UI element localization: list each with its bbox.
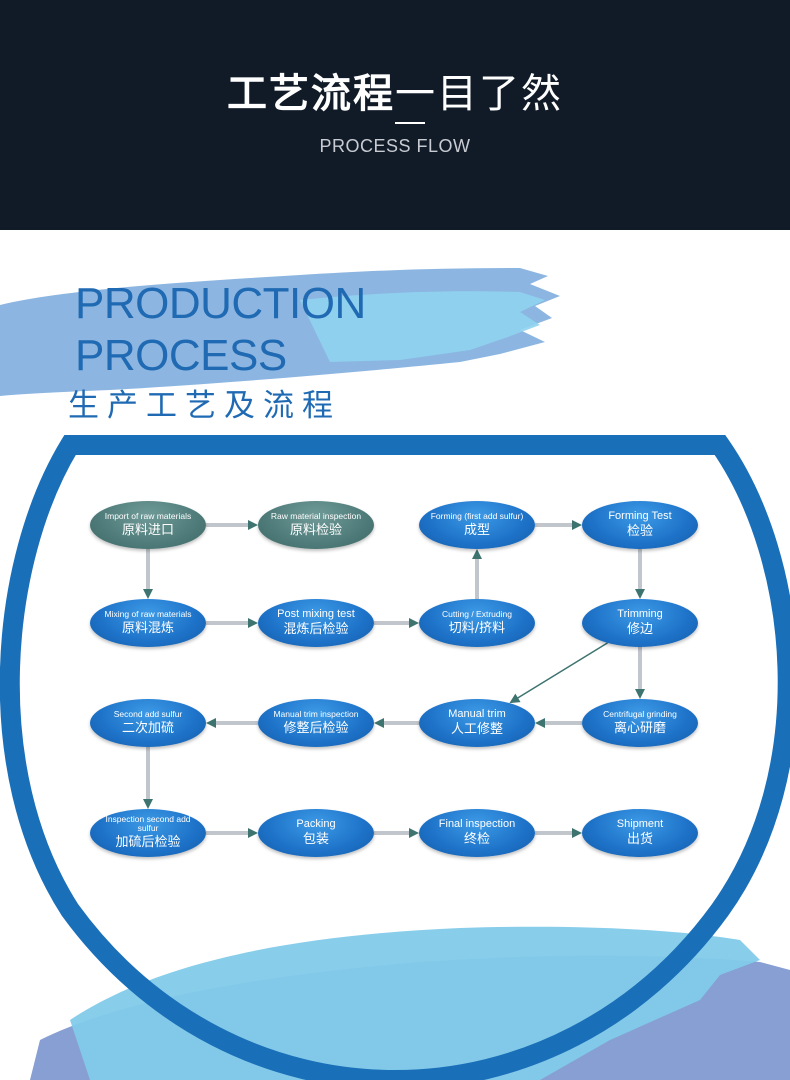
flow-node-label-cn: 终检 [463, 832, 490, 847]
flow-node-label-en: Forming (first add sulfur) [430, 510, 524, 521]
flow-arrow-head [535, 718, 545, 728]
flow-node-n4: Forming Test 检验 [582, 501, 698, 549]
flow-arrow-head [572, 520, 582, 530]
production-process-heading-chinese: 生产工艺及流程 [68, 388, 341, 424]
flow-arrow-head [409, 618, 419, 628]
flow-node-label-en: Manual trim inspection [273, 708, 359, 719]
flow-node-label-en: Cutting / Extruding [442, 608, 512, 619]
flow-node-n15: Final inspection 终检 [419, 809, 535, 857]
title-light-part: 一目了然 [395, 71, 563, 117]
flow-arrow-head [248, 828, 258, 838]
flow-node-label-en: Import of raw materials [104, 510, 192, 521]
production-process-heading: PRODUCTION PROCESS [75, 278, 366, 382]
flow-arrows [143, 520, 645, 838]
flow-node-label-cn: 成型 [463, 522, 490, 538]
flow-arrow-head [409, 828, 419, 838]
flow-arrow-head [374, 718, 384, 728]
flow-arrow-head [635, 589, 645, 599]
flow-node-label-cn: 加硫后检验 [115, 835, 181, 850]
heading-line-1: PRODUCTION [75, 279, 366, 328]
flow-node-n14: Packing 包装 [258, 809, 374, 857]
flow-arrow-head [143, 589, 153, 599]
flow-node-label-cn: 原料进口 [121, 522, 174, 538]
flow-node-label-en: Final inspection [438, 818, 516, 830]
flow-node-label-en: Shipment [616, 818, 664, 830]
flow-arrow-head [472, 549, 482, 559]
flow-node-label-cn: 出货 [626, 832, 653, 847]
heading-line-2: PROCESS [75, 331, 287, 380]
flow-node-n16: Shipment 出货 [582, 809, 698, 857]
flow-node-label-cn: 离心研磨 [613, 720, 666, 736]
flow-node-label-en: Raw material inspection [270, 510, 362, 521]
page-subtitle: PROCESS FLOW [319, 136, 471, 156]
flow-node-label-en: Second add sulfur [113, 708, 183, 719]
flow-node-label-cn: 切料/挤料 [448, 620, 506, 636]
flow-node-label-en: Trimming [617, 608, 663, 620]
flow-node-label-cn: 混炼后检验 [283, 622, 349, 637]
flow-node-n8: Trimming 修边 [582, 599, 698, 647]
flow-arrow-head [143, 799, 153, 809]
header-banner: 工艺流程一目了然 PROCESS FLOW [0, 0, 790, 230]
flow-node-label-cn: 人工修整 [450, 722, 503, 737]
flow-arrow-head [206, 718, 216, 728]
page-title: 工艺流程一目了然 [0, 70, 790, 118]
flow-node-label-en: Centrifugal grinding [603, 708, 677, 719]
flow-node-label-cn: 包装 [302, 832, 329, 847]
flow-node-n13: Inspection second add sulfur 加硫后检验 [90, 809, 206, 857]
flow-node-label-en: Inspection second add sulfur [105, 814, 191, 833]
flow-arrow-head [572, 828, 582, 838]
flow-node-label-cn: 二次加硫 [121, 720, 174, 736]
flow-node-label-en: Packing [296, 818, 336, 830]
flow-arrow-head [509, 693, 521, 704]
flow-arrow-head [248, 520, 258, 530]
flow-node-label-en: Manual trim [448, 708, 506, 720]
flow-node-label-cn: 原料混炼 [121, 620, 174, 636]
title-underline [395, 122, 425, 124]
flow-node-label-cn: 原料检验 [289, 522, 342, 538]
flow-arrow-head [248, 618, 258, 628]
flow-arrow-line [515, 642, 608, 700]
flow-node-n11: Manual trim 人工修整 [419, 699, 535, 747]
brush-stroke-top-light [300, 291, 545, 362]
flow-node-n6: Post mixing test 混炼后检验 [258, 599, 374, 647]
flow-arrow-head [635, 689, 645, 699]
flow-node-label-cn: 检验 [626, 524, 653, 539]
flow-node-label-cn: 修整后检验 [283, 720, 349, 736]
flow-node-n3: Forming (first add sulfur)成型 [419, 501, 535, 549]
flow-node-label-en: Post mixing test [277, 608, 355, 620]
flow-node-label-en: Mixing of raw materials [104, 608, 192, 619]
flow-node-label-cn: 修边 [626, 622, 653, 637]
flow-node-label-en: Forming Test [608, 510, 672, 522]
title-bold-part: 工艺流程 [227, 71, 395, 117]
